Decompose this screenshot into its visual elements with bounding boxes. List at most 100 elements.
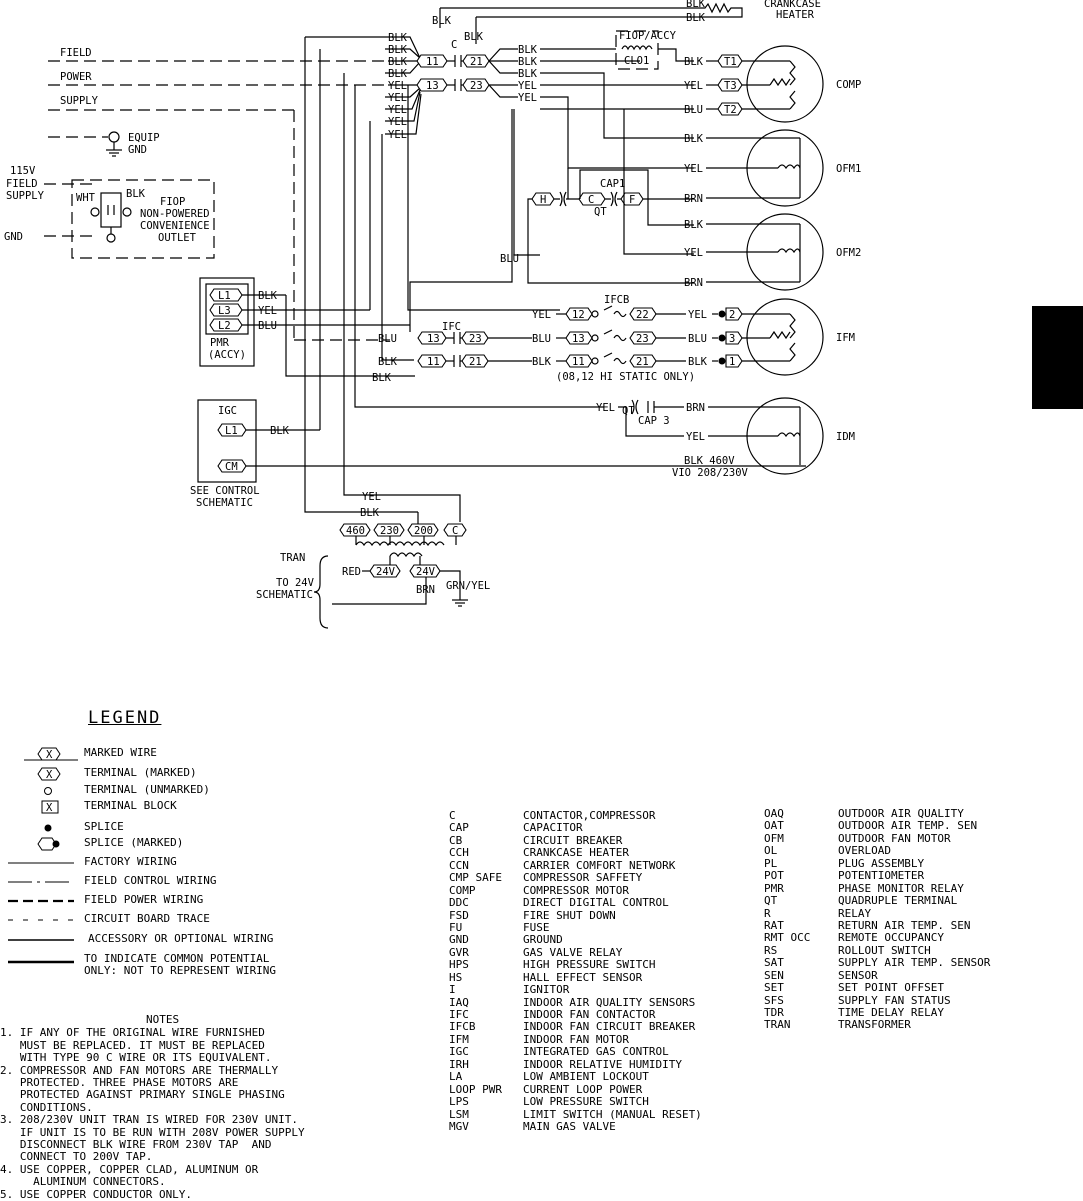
compressor-contactor: BLK BLK C BLK BLK BLK BLK YEL YEL YEL YE… [305, 8, 538, 141]
legend-title: LEGEND [88, 708, 162, 728]
svg-text:YEL: YEL [388, 104, 407, 116]
abbreviation-code: SFS [764, 993, 784, 1007]
legend-item: X TERMINAL (MARKED) [0, 766, 420, 782]
abbreviation-code: PL [764, 856, 778, 870]
svg-text:YEL: YEL [518, 80, 537, 92]
abbreviation-code: IFC [449, 1008, 469, 1021]
abbreviation-code: SEN [764, 968, 784, 982]
legend-item: SPLICE [0, 820, 420, 836]
ifm-motor: 2 3 1 IFM [712, 298, 855, 376]
svg-text:X: X [46, 749, 53, 761]
abbreviation-code: LA [449, 1070, 463, 1084]
circuit-board-trace-symbol [8, 919, 74, 921]
abbreviation-code: OAQ [764, 807, 784, 820]
svg-text:BLK: BLK [518, 44, 538, 56]
abbreviation-meaning: SET POINT OFFSET [838, 981, 944, 995]
svg-text:BLK: BLK [684, 56, 704, 68]
abbreviation-meaning: CONTACTOR,COMPRESSOR [523, 809, 656, 822]
svg-text:BRN: BRN [686, 402, 705, 414]
abbreviation-code: SAT [764, 956, 784, 970]
pmr: L1 L3 L2 PMR (ACCY) BLK YEL BLU BLK [199, 277, 415, 384]
svg-text:BLK: BLK [688, 356, 708, 368]
marked-wire-symbol: X [24, 747, 78, 761]
svg-text:PMR: PMR [210, 337, 230, 349]
svg-text:IGC: IGC [218, 405, 237, 417]
abbreviation-code: I [449, 983, 456, 997]
svg-text:(08,12 HI STATIC ONLY): (08,12 HI STATIC ONLY) [556, 371, 695, 383]
svg-text:FIOP/ACCY: FIOP/ACCY [619, 30, 677, 42]
svg-text:CRANKCASE: CRANKCASE [764, 0, 821, 10]
svg-text:SCHEMATIC: SCHEMATIC [256, 589, 313, 601]
abbreviation-meaning: INDOOR FAN CONTACTOR [523, 1008, 656, 1021]
abbreviation-code: CCH [449, 846, 469, 860]
svg-text:FIELD: FIELD [60, 47, 92, 59]
svg-text:BLK: BLK [686, 12, 706, 24]
svg-text:BLK: BLK [360, 507, 380, 519]
abbreviation-meaning: OUTDOOR AIR TEMP. SEN [838, 819, 978, 833]
svg-text:24V: 24V [376, 566, 396, 578]
svg-text:200: 200 [414, 525, 433, 537]
svg-text:IFC: IFC [442, 321, 461, 333]
igc: IGC L1 CM BLK SEE CONTROL SCHEMATIC BLK … [190, 399, 806, 509]
svg-text:23: 23 [470, 80, 483, 92]
abbreviation-meaning: ROLLOUT SWITCH [838, 943, 931, 957]
abbreviation-meaning: POTENTIOMETER [838, 869, 925, 883]
svg-text:OFM1: OFM1 [836, 163, 861, 175]
abbreviation-meaning: FUSE [523, 920, 550, 934]
abbreviation-code: OAT [764, 819, 784, 833]
svg-text:CAP1: CAP1 [600, 178, 625, 190]
abbreviation-meaning: DIRECT DIGITAL CONTROL [523, 896, 669, 910]
svg-text:23: 23 [469, 333, 482, 345]
convenience-outlet: 115V FIELD SUPPLY GND WHT BLK FIOP NON-P… [4, 165, 215, 259]
abbreviation-meaning: SENSOR [838, 968, 878, 982]
legend-item: SPLICE (MARKED) [0, 836, 420, 852]
svg-text:21: 21 [470, 56, 483, 68]
svg-text:X: X [46, 769, 53, 781]
svg-text:FIOP: FIOP [160, 196, 185, 208]
abbreviation-meaning: TIME DELAY RELAY [838, 1006, 944, 1019]
terminal-unmarked-symbol [44, 787, 52, 795]
legend-item: TO INDICATE COMMON POTENTIAL ONLY: NOT T… [0, 952, 420, 982]
abbreviation-meaning: CURRENT LOOP POWER [523, 1082, 643, 1096]
svg-text:BLK: BLK [518, 68, 538, 80]
abbreviation-meaning: INDOOR AIR QUALITY SENSORS [523, 995, 696, 1009]
ifcb: IFCB YEL BLU BLK 12 13 11 22 23 21 YEL B… [532, 294, 708, 383]
note-item: 5. USE COPPER CONDUCTOR ONLY. [0, 1187, 193, 1201]
svg-text:YEL: YEL [388, 92, 407, 104]
svg-text:HEATER: HEATER [776, 9, 815, 21]
abbreviation-meaning: TRANSFORMER [838, 1018, 911, 1032]
notes: NOTES 1. IF ANY OF THE ORIGINAL WIRE FUR… [0, 1013, 330, 1201]
abbreviation-code: IFM [449, 1032, 469, 1046]
svg-text:YEL: YEL [596, 402, 615, 414]
svg-text:GRN/YEL: GRN/YEL [446, 580, 490, 592]
field-power-supply: FIELD POWER SUPPLY [48, 47, 390, 341]
svg-text:BLU: BLU [684, 104, 703, 116]
svg-text:24V: 24V [416, 566, 436, 578]
svg-text:NON-POWERED: NON-POWERED [140, 208, 210, 220]
abbreviation-code: IRH [449, 1057, 469, 1071]
svg-text:GND: GND [128, 144, 147, 156]
abbreviation-meaning: SUPPLY FAN STATUS [838, 993, 951, 1007]
svg-text:OFM2: OFM2 [836, 247, 861, 259]
svg-text:3: 3 [729, 333, 735, 345]
svg-text:L1: L1 [225, 425, 238, 437]
svg-text:460: 460 [346, 525, 365, 537]
svg-text:YEL: YEL [684, 247, 703, 259]
svg-text:POWER: POWER [60, 71, 92, 83]
abbreviation-code: LPS [449, 1095, 469, 1109]
